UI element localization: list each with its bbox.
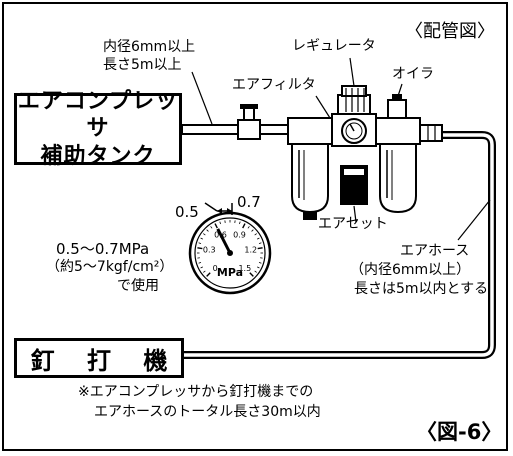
gauge-tick — [206, 229, 209, 232]
shutoff-valve — [237, 104, 261, 140]
air-hose-label-line1: エアホース — [400, 243, 470, 259]
gauge-tick-label: 0.9 — [233, 230, 246, 239]
gauge-tick — [200, 237, 204, 240]
gauge-tick — [242, 223, 246, 229]
gauge-tick — [203, 233, 206, 236]
diagram-frame — [2, 2, 508, 451]
gauge-tick — [249, 272, 254, 277]
gauge-tick — [251, 229, 254, 232]
leader-lines — [191, 57, 491, 241]
gauge-tick — [203, 270, 206, 273]
nailer-box: 釘 打 機 — [14, 338, 184, 378]
gauge-tick-label: 1.5 — [238, 264, 251, 273]
compressor-label-line1: エアコンプレッサ — [17, 88, 179, 142]
gauge-tick-label: 0.3 — [203, 246, 216, 255]
air-set-unit — [287, 85, 443, 220]
pressure-gauge: 00.30.60.91.21.5 MPa — [188, 211, 272, 295]
gauge-tick — [214, 223, 218, 229]
gauge-tick — [206, 272, 211, 277]
gauge-tick — [200, 266, 204, 269]
diagram-title: 〈配管図〉 — [405, 21, 495, 42]
regulator-label: レギュレータ — [292, 38, 376, 54]
gauge-tick — [256, 237, 260, 240]
air-hose-label-line3: 長さは5m以内とする — [354, 281, 489, 297]
figure-label: 〈図-6〉 — [416, 420, 503, 444]
nailer-label: 釘 打 機 — [30, 346, 180, 375]
compressor-tank-box: エアコンプレッサ 補助タンク — [14, 89, 182, 169]
air-set-label: エアセット — [318, 216, 388, 232]
gauge-tick — [258, 242, 262, 244]
gauge-tick — [239, 221, 241, 225]
gauge-tick — [256, 266, 260, 269]
compressor-label-line2: 補助タンク — [40, 143, 156, 169]
gauge-range-indicator — [204, 202, 233, 215]
pressure-note-line2: （約5〜7kgf/cm²） — [46, 259, 174, 275]
air-hose-label-line2: （内径6mm以上） — [350, 262, 471, 278]
gauge-tick — [258, 262, 262, 264]
gauge-tick — [198, 242, 202, 244]
gauge-tick — [257, 247, 263, 250]
filter-label: エアフィルタ — [232, 77, 316, 93]
gauge-pivot — [227, 250, 233, 256]
gauge-range-low: 0.5 — [175, 203, 199, 221]
gauge-tick — [219, 221, 221, 225]
gauge-tick — [197, 247, 203, 250]
gauge-tick-label: 1.2 — [244, 246, 257, 255]
length-note-line1: ※エアコンプレッサから釘打機までの — [78, 384, 314, 400]
pressure-note-line1: 0.5〜0.7MPa — [56, 240, 150, 258]
gauge-tick — [254, 233, 257, 236]
gauge-tick — [247, 226, 250, 229]
gauge-needle — [216, 228, 232, 254]
gauge-tick-label: 0 — [213, 264, 218, 273]
gauge-ticks — [197, 220, 263, 277]
gauge-tick — [198, 262, 202, 264]
gauge-range-high: 0.7 — [237, 193, 261, 211]
gauge-tick — [254, 270, 257, 273]
oiler-label: オイラ — [392, 66, 434, 82]
gauge-unit: MPa — [217, 266, 243, 279]
hose-spec-line2: 長さ5m以上 — [103, 57, 182, 73]
pressure-note-line3: で使用 — [117, 278, 159, 294]
length-note-line2: エアホースのトータル長さ30m以内 — [94, 404, 321, 420]
gauge-tick — [210, 226, 213, 229]
hose-spec-line1: 内径6mm以上 — [103, 39, 196, 55]
